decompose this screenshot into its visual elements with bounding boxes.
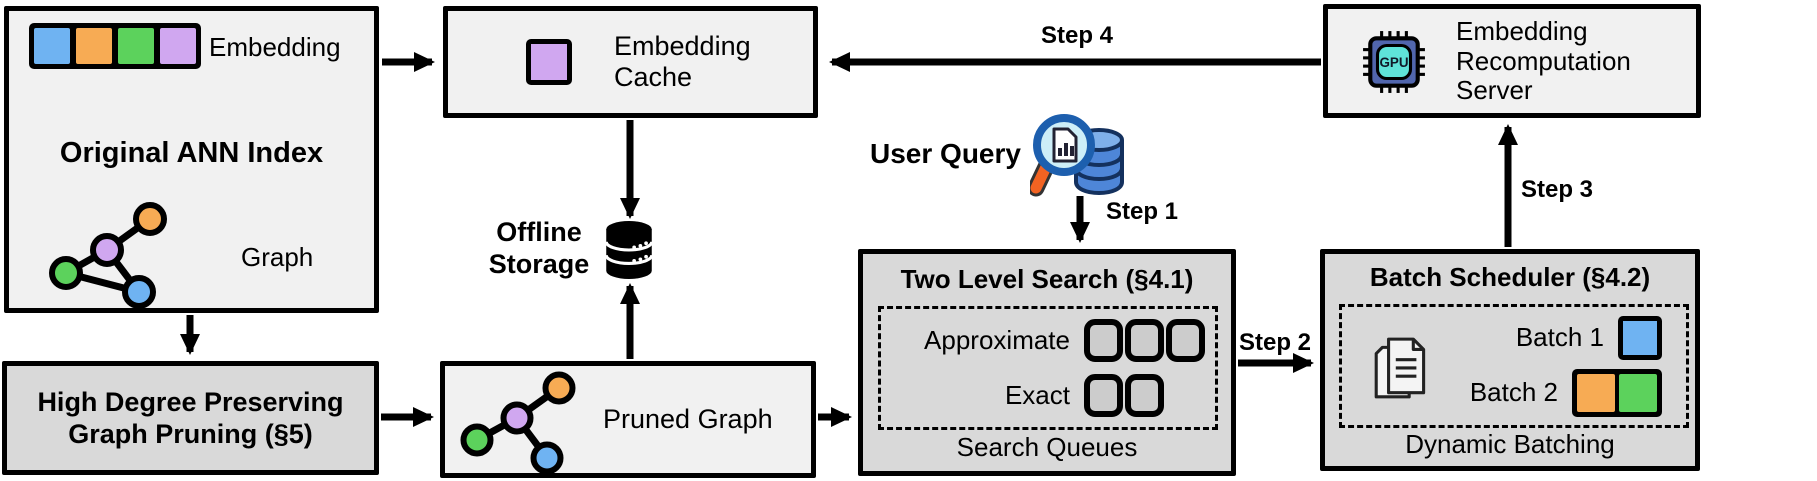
step-4-label: Step 4 (1040, 22, 1114, 49)
embedding-cell-blue (34, 28, 70, 64)
graph-icon (49, 202, 167, 309)
recomputation-server-box: GPU Embedding Recomputation Server (1323, 4, 1701, 118)
documents-icon (1374, 337, 1426, 399)
user-query-icon (1030, 114, 1124, 197)
gpu-chip-icon: GPU (1363, 31, 1425, 93)
step-1-label: Step 1 (1106, 198, 1179, 225)
queue-slot (1125, 374, 1164, 417)
embedding-cell-purple (160, 28, 196, 64)
batch-1-row: Batch 1 (1352, 315, 1676, 360)
two-level-search-box: Two Level Search (§4.1) Approximate Exac… (858, 249, 1236, 476)
batch-2-label: Batch 2 (1469, 377, 1558, 407)
exact-queue-row: Exact (889, 374, 1207, 417)
queue-slot (1166, 319, 1205, 362)
search-queues-panel: Approximate Exact (878, 306, 1218, 430)
exact-queue-slots (1084, 374, 1164, 417)
database-icon (1074, 128, 1124, 196)
offline-storage-label: Offline Storage (488, 217, 590, 280)
offline-storage-database-icon (604, 221, 654, 279)
queue-slot (1084, 319, 1123, 362)
batch-2-embedding-orange (1577, 373, 1615, 412)
dynamic-batching-panel: Batch 1 Batch 2 (1339, 304, 1689, 428)
graph-pruning-box: High Degree Preserving Graph Pruning (§5… (2, 361, 379, 475)
queue-slot (1125, 319, 1164, 362)
step-2-label: Step 2 (1239, 329, 1312, 356)
gpu-chip-text: GPU (1379, 55, 1408, 70)
embedding-cell-orange (76, 28, 112, 64)
batch-2-embedding-green (1619, 373, 1657, 412)
original-ann-index-title: Original ANN Index (59, 137, 324, 169)
approximate-queue-row: Approximate (889, 319, 1207, 362)
pruned-graph-label: Pruned Graph (603, 404, 773, 434)
batch-scheduler-title: Batch Scheduler (§4.2) (1369, 262, 1651, 292)
batch-2-embeddings (1572, 368, 1662, 417)
graph-pruning-label: High Degree Preserving Graph Pruning (§5… (37, 386, 344, 449)
dynamic-batching-label: Dynamic Batching (1405, 429, 1615, 459)
batch-1-embedding-blue (1618, 315, 1662, 360)
magnifier-icon (1030, 114, 1095, 197)
user-query-label: User Query (870, 138, 1021, 169)
approximate-queue-slots (1084, 319, 1205, 362)
approximate-label: Approximate (924, 325, 1070, 355)
original-ann-index-box: Embedding Original ANN Index Graph (4, 6, 379, 313)
recomputation-server-label: Embedding Recomputation Server (1456, 16, 1631, 106)
pruned-graph-icon (460, 371, 576, 473)
embedding-cache-box: Embedding Cache (443, 6, 818, 118)
embedding-cache-label: Embedding Cache (614, 31, 751, 92)
embedding-cell-green (118, 28, 154, 64)
search-queues-label: Search Queues (956, 432, 1138, 462)
batch-scheduler-box: Batch Scheduler (§4.2) Batch 1 Ba (1320, 249, 1700, 471)
graph-label: Graph (241, 242, 314, 272)
exact-label: Exact (1004, 380, 1070, 410)
pruned-graph-box: Pruned Graph (440, 361, 816, 478)
batch-1-label: Batch 1 (1515, 322, 1604, 352)
embedding-label: Embedding (209, 32, 341, 62)
two-level-search-title: Two Level Search (§4.1) (900, 264, 1194, 294)
batch-2-row: Batch 2 (1352, 368, 1676, 417)
step-3-label: Step 3 (1521, 176, 1594, 203)
queue-slot (1084, 374, 1123, 417)
embedding-vector-icon (29, 23, 201, 69)
cached-embedding-icon (526, 39, 572, 85)
